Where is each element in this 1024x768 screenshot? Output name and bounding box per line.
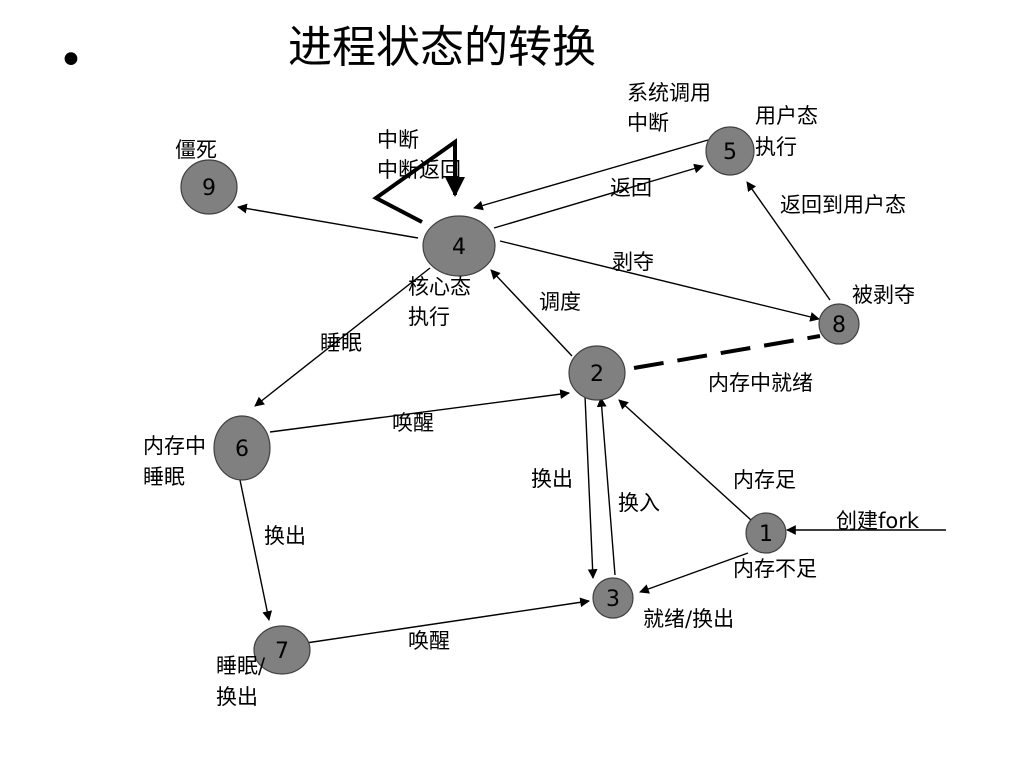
edge-5-to-4 [473, 139, 709, 211]
label-preempted: 被剥夺 [852, 283, 915, 307]
edge-2-to-3 [584, 395, 598, 579]
edge-2-to-4 [490, 269, 573, 357]
label-syscall-1: 系统调用 [627, 81, 711, 105]
label-sleep: 睡眠 [320, 331, 362, 355]
node-7-number: 7 [275, 639, 289, 664]
label-wakeup-upper: 唤醒 [392, 411, 434, 435]
edge-3-to-2 [596, 397, 616, 576]
node-9-circle [180, 159, 238, 215]
label-sleep-in-memory-2: 睡眠 [143, 465, 185, 489]
interrupt-loop [372, 138, 465, 224]
label-create: 创建fork [836, 509, 920, 533]
label-return-to-user: 返回到用户态 [780, 193, 906, 217]
label-user-state-2: 执行 [755, 135, 797, 159]
bullet: • [58, 35, 84, 86]
label-interrupt-return: 中断返回 [377, 158, 461, 182]
edge-4-to-6 [254, 267, 431, 407]
label-create-fork: fork [878, 509, 920, 533]
label-schedule: 调度 [539, 290, 581, 314]
label-interrupt: 中断 [377, 128, 419, 152]
edge-8-to-5 [746, 181, 831, 301]
label-swap-out-mid: 换出 [531, 467, 573, 491]
label-swap-out-left: 换出 [264, 524, 306, 548]
node-6-number: 6 [235, 437, 249, 462]
edge-6-to-7 [239, 479, 273, 621]
node-1-number: 1 [759, 522, 773, 547]
node-6-circle [213, 415, 271, 481]
label-swap-in: 换入 [618, 491, 660, 515]
node-8-number: 8 [832, 313, 846, 338]
node-2-circle [568, 345, 626, 401]
label-syscall-2: 中断 [627, 111, 669, 135]
label-user-state-1: 用户态 [755, 104, 818, 128]
label-create-prefix: 创建 [836, 509, 878, 533]
label-ready-swapped: 就绪/换出 [643, 607, 734, 631]
node-4-circle [422, 215, 496, 277]
node-1-circle [745, 512, 787, 554]
node-9-number: 9 [202, 176, 216, 201]
edge-4-to-9 [237, 203, 419, 239]
node-3-circle [592, 577, 634, 619]
label-not-enough-memory: 内存不足 [733, 557, 817, 581]
label-enough-memory: 内存足 [733, 468, 796, 492]
slide-title: 进程状态的转换 [288, 22, 596, 73]
edge-4-to-5 [493, 163, 704, 229]
label-return: 返回 [610, 176, 652, 200]
node-4-number: 4 [452, 235, 466, 260]
node-2-number: 2 [590, 362, 604, 387]
label-wakeup-lower: 唤醒 [408, 629, 450, 653]
edge-7-to-3 [305, 597, 590, 644]
label-sleep-in-memory-1: 内存中 [143, 434, 206, 458]
label-kernel-1: 核心态 [408, 275, 471, 299]
node-7-circle [253, 625, 311, 675]
edge-1-to-3 [639, 552, 749, 594]
label-kernel-2: 执行 [408, 305, 450, 329]
label-ready-in-memory: 内存中就绪 [708, 371, 813, 395]
edge-6-to-2 [269, 389, 570, 433]
node-5-number: 5 [723, 140, 737, 165]
node-5-circle [705, 126, 755, 176]
node-3-number: 3 [606, 587, 620, 612]
edge-2-8-dashed [633, 334, 821, 370]
label-sleep-swapped-1: 睡眠/ [216, 654, 266, 678]
edge-1-to-2 [618, 399, 752, 521]
edge-4-to-8 [499, 240, 820, 322]
node-8-circle [818, 303, 860, 345]
label-preempt: 剥夺 [612, 250, 654, 274]
label-sleep-swapped-2: 换出 [216, 685, 258, 709]
label-zombie: 僵死 [175, 138, 217, 162]
